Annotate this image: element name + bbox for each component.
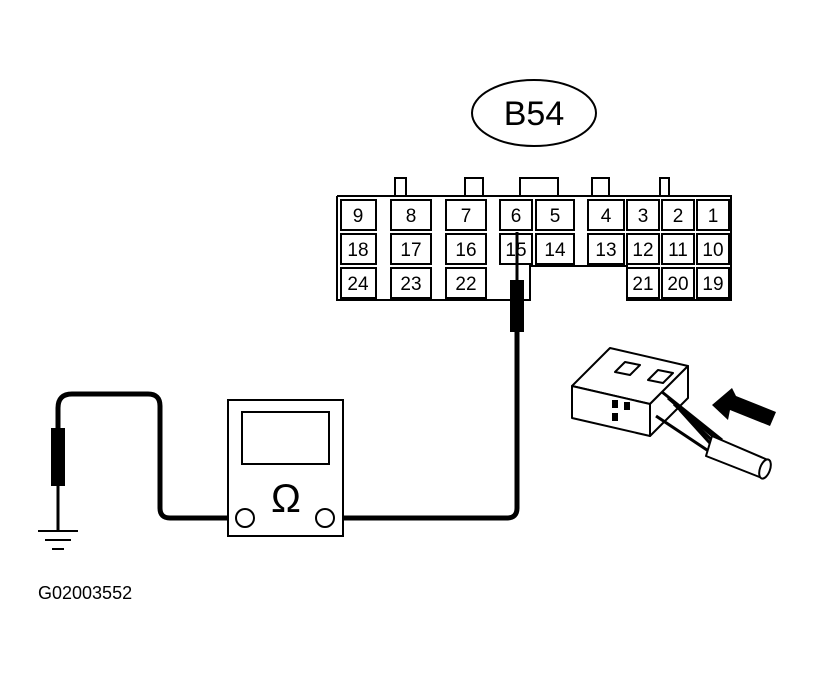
pin-13: 13 (595, 240, 616, 261)
ohm-symbol: Ω (271, 477, 301, 521)
pin-19: 19 (702, 274, 723, 295)
pin-row-2: 18 17 16 15 14 13 12 11 10 (347, 240, 723, 261)
ohmmeter-icon: Ω (227, 399, 344, 537)
pin-5: 5 (550, 206, 561, 227)
pin-row-3: 24 23 22 21 20 19 (347, 274, 723, 295)
pin-10: 10 (702, 240, 723, 261)
pin-1: 1 (708, 206, 719, 227)
pin-9: 9 (353, 206, 364, 227)
probe-pin-6 (510, 232, 524, 332)
pin-18: 18 (347, 240, 368, 261)
connector-label-badge: B54 (471, 79, 597, 147)
test-lead-ground (55, 391, 236, 521)
pin-24: 24 (347, 274, 369, 295)
pin-8: 8 (406, 206, 417, 227)
meter-terminal-left (235, 508, 255, 528)
connector-harness-icon (571, 347, 772, 480)
test-lead-positive (334, 332, 520, 521)
pin-3: 3 (638, 206, 649, 227)
pin-7: 7 (461, 206, 472, 227)
connector-label: B54 (504, 95, 565, 133)
pin-21: 21 (632, 274, 653, 295)
pin-6: 6 (511, 206, 522, 227)
pin-16: 16 (455, 240, 476, 261)
ground-symbol-icon (38, 530, 78, 550)
view-direction-arrow-icon (712, 388, 776, 426)
pin-11: 11 (668, 240, 688, 261)
pin-22: 22 (455, 274, 476, 295)
pin-4: 4 (601, 206, 612, 227)
pin-14: 14 (544, 240, 566, 261)
meter-terminal-right (315, 508, 335, 528)
pin-20: 20 (667, 274, 688, 295)
pin-12: 12 (632, 240, 653, 261)
figure-code: G02003552 (38, 583, 132, 603)
pin-2: 2 (673, 206, 684, 227)
pin-17: 17 (400, 240, 421, 261)
connector-b54 (336, 177, 732, 301)
pin-23: 23 (400, 274, 421, 295)
pin-row-1: 9 8 7 6 5 4 3 2 1 (353, 206, 719, 227)
ground-probe (51, 428, 65, 530)
